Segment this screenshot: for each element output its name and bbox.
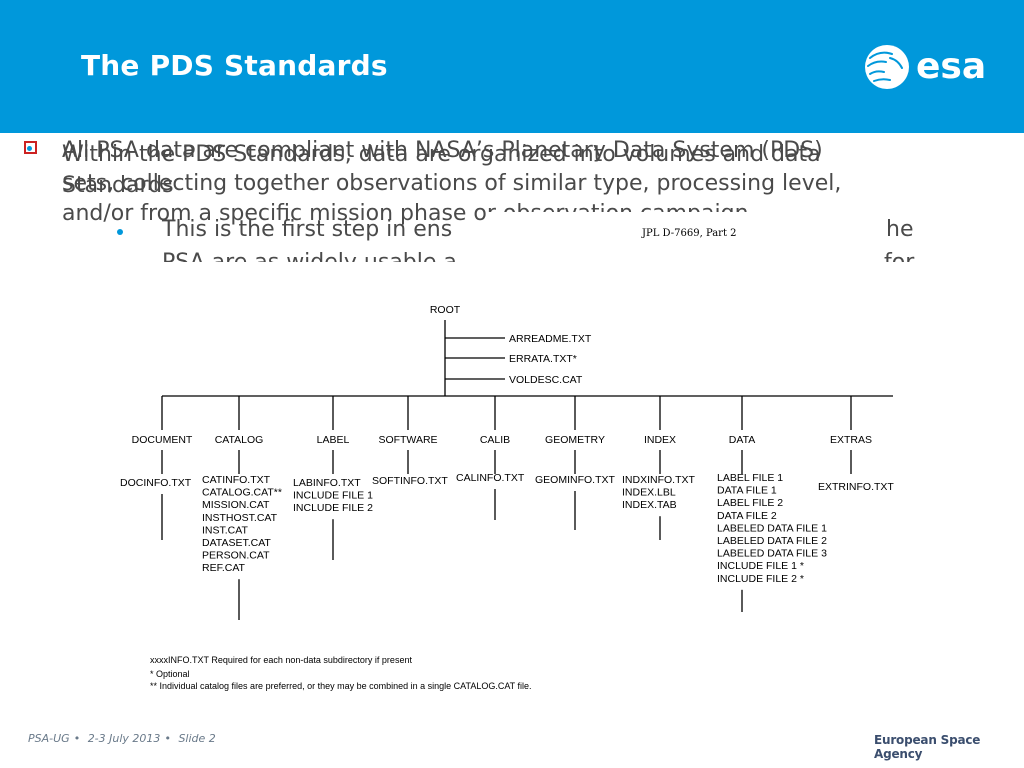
- file-label: DATA FILE 1: [717, 485, 777, 497]
- file-label: INDEX.TAB: [622, 499, 677, 511]
- file-label: INCLUDE FILE 2 *: [717, 573, 804, 585]
- directory-label: DATA: [729, 434, 755, 446]
- figure-caption: JPL D-7669, Part 2: [642, 228, 737, 239]
- file-label: LABEL FILE 1: [717, 472, 783, 484]
- file-label: CATALOG.CAT**: [202, 487, 282, 499]
- file-label: INCLUDE FILE 1 *: [717, 560, 804, 572]
- figure-note: * Optional: [150, 669, 190, 679]
- file-label: DATASET.CAT: [202, 537, 271, 549]
- file-label: LABINFO.TXT: [293, 477, 361, 489]
- logo-wordmark: esa: [916, 46, 986, 87]
- file-label: LABELED DATA FILE 2: [717, 535, 827, 547]
- figure-background: [488, 212, 878, 268]
- directory-label: LABEL: [317, 434, 350, 446]
- file-label: GEOMINFO.TXT: [535, 474, 616, 486]
- file-label: INCLUDE FILE 1: [293, 490, 373, 502]
- footer: PSA-UG• 2-3 July 2013• Slide 2: [28, 732, 220, 745]
- sub-bullet-line-1: This is the first step in ens: [162, 217, 453, 242]
- header-bar: The PDS Standards esa: [0, 0, 1024, 133]
- root-file-label: ARREADME.TXT: [509, 333, 592, 345]
- file-label: EXTRINFO.TXT: [818, 481, 894, 493]
- file-label: INDXINFO.TXT: [622, 474, 696, 486]
- file-label: CATINFO.TXT: [202, 474, 271, 486]
- file-label: INSTHOST.CAT: [202, 512, 278, 524]
- bullet-1-line-1: All PSA data are compliant with NASA’s P…: [62, 138, 823, 163]
- directory-label: GEOMETRY: [545, 434, 605, 446]
- agency-name: European Space Agency: [874, 733, 981, 761]
- root-file-label: VOLDESC.CAT: [509, 374, 583, 386]
- figure-note: xxxxINFO.TXT Required for each non-data …: [150, 655, 412, 665]
- figure-note: ** Individual catalog files are preferre…: [150, 681, 532, 691]
- file-label: MISSION.CAT: [202, 499, 270, 511]
- footer-slide: Slide 2: [178, 732, 216, 745]
- directory-label: DOCUMENT: [132, 434, 193, 446]
- tree-root-label: ROOT: [430, 304, 461, 316]
- file-label: INST.CAT: [202, 524, 248, 536]
- bullet-2-line-2: sets, collecting together observations o…: [62, 171, 842, 196]
- esa-logo: esa: [862, 40, 1002, 100]
- sub-bullet-dot: [117, 229, 123, 235]
- footer-event: PSA-UG: [28, 732, 70, 745]
- bullet-marker-2: [27, 146, 32, 151]
- directory-label: SOFTWARE: [378, 434, 437, 446]
- file-label: REF.CAT: [202, 562, 246, 574]
- file-label: INCLUDE FILE 2: [293, 502, 373, 514]
- file-label: INDEX.LBL: [622, 487, 676, 499]
- file-label: DATA FILE 2: [717, 510, 777, 522]
- footer-separator: •: [164, 732, 171, 745]
- bullet-1-line-2: Standards: [62, 173, 174, 198]
- figure-background-lower: [0, 262, 1024, 292]
- file-label: LABEL FILE 2: [717, 497, 783, 509]
- directory-label: EXTRAS: [830, 434, 872, 446]
- directory-label: CATALOG: [215, 434, 264, 446]
- file-label: CALINFO.TXT: [456, 472, 525, 484]
- footer-separator: •: [73, 732, 81, 745]
- root-file-label: ERRATA.TXT*: [509, 353, 577, 365]
- file-label: SOFTINFO.TXT: [372, 475, 448, 487]
- directory-label: INDEX: [644, 434, 676, 446]
- sub-bullet-line-1-tail: he: [886, 217, 914, 242]
- slide-title: The PDS Standards: [81, 49, 388, 82]
- directory-label: CALIB: [480, 434, 510, 446]
- file-label: PERSON.CAT: [202, 550, 270, 562]
- file-label: LABELED DATA FILE 1: [717, 522, 827, 534]
- bullet-2-line-1: Within the PDS Standards, data are organ…: [62, 142, 821, 167]
- footer-date: 2-3 July 2013: [87, 732, 161, 745]
- file-label: DOCINFO.TXT: [120, 477, 192, 489]
- file-label: LABELED DATA FILE 3: [717, 548, 827, 560]
